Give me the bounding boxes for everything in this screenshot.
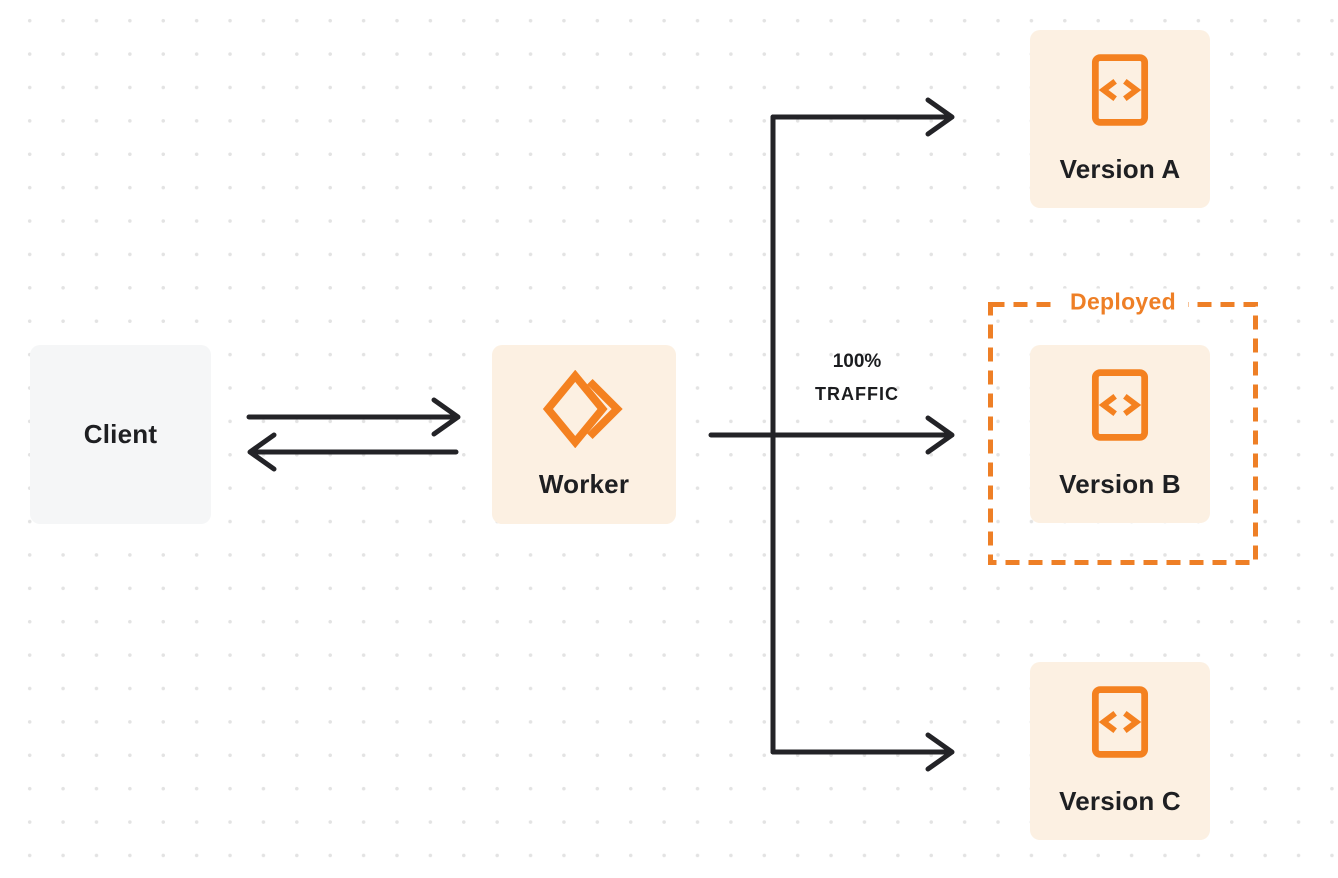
version-c-node: Version C (1030, 662, 1210, 840)
traffic-label: 100% TRAFFIC (789, 351, 925, 405)
traffic-percent: 100% (832, 351, 882, 372)
arrowhead-right-icon (925, 415, 955, 455)
version-b-label: Version B (1059, 469, 1181, 499)
deployed-badge: Deployed (1058, 288, 1188, 316)
version-c-label: Version C (1059, 786, 1181, 816)
version-a-node: Version A (1030, 30, 1210, 208)
code-file-icon (1091, 53, 1149, 132)
client-label: Client (83, 419, 158, 449)
client-node: Client (30, 345, 211, 524)
worker-label: Worker (538, 468, 630, 499)
version-b-node: Version B (1030, 345, 1210, 523)
workers-logo-icon (540, 369, 628, 453)
worker-node: Worker (492, 345, 676, 524)
deployed-outline: Deployed (988, 288, 1258, 565)
arrowhead-right-icon (925, 732, 955, 772)
traffic-word: TRAFFIC (815, 384, 899, 404)
version-a-label: Version A (1059, 154, 1181, 184)
code-file-icon (1091, 685, 1149, 764)
code-file-icon (1091, 368, 1149, 447)
arrowhead-right-icon (431, 397, 461, 437)
arrowhead-left-icon (247, 432, 277, 472)
arrowhead-right-icon (925, 97, 955, 137)
